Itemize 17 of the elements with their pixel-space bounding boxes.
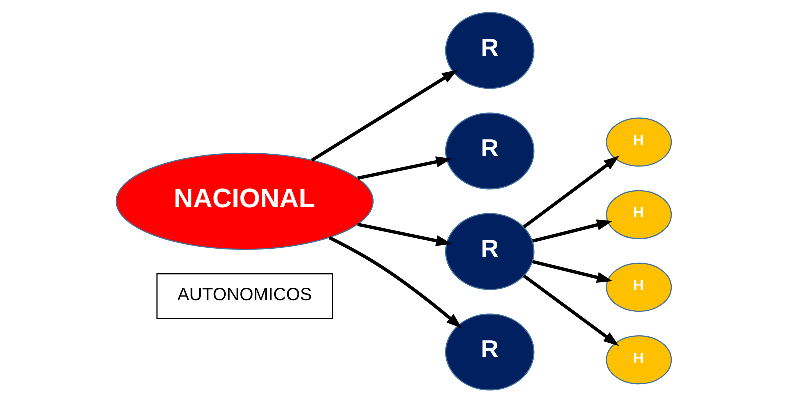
arrow bbox=[328, 236, 462, 329]
arrow bbox=[357, 156, 452, 180]
node-ellipse: NACIONAL bbox=[115, 152, 374, 250]
node-box: AUTONOMICOS bbox=[156, 274, 333, 320]
node-ellipse: R bbox=[444, 112, 534, 190]
node-ellipse: H bbox=[606, 262, 672, 312]
arrow bbox=[532, 260, 612, 283]
arrow bbox=[522, 274, 619, 346]
node-ellipse: H bbox=[606, 118, 672, 167]
node-ellipse: H bbox=[606, 336, 672, 385]
node-ellipse: H bbox=[606, 190, 672, 240]
arrow bbox=[310, 70, 458, 162]
node-ellipse: R bbox=[444, 213, 534, 290]
node-ellipse: R bbox=[444, 12, 534, 90]
arrow bbox=[532, 220, 612, 243]
arrow bbox=[522, 156, 620, 229]
arrow bbox=[357, 223, 452, 246]
